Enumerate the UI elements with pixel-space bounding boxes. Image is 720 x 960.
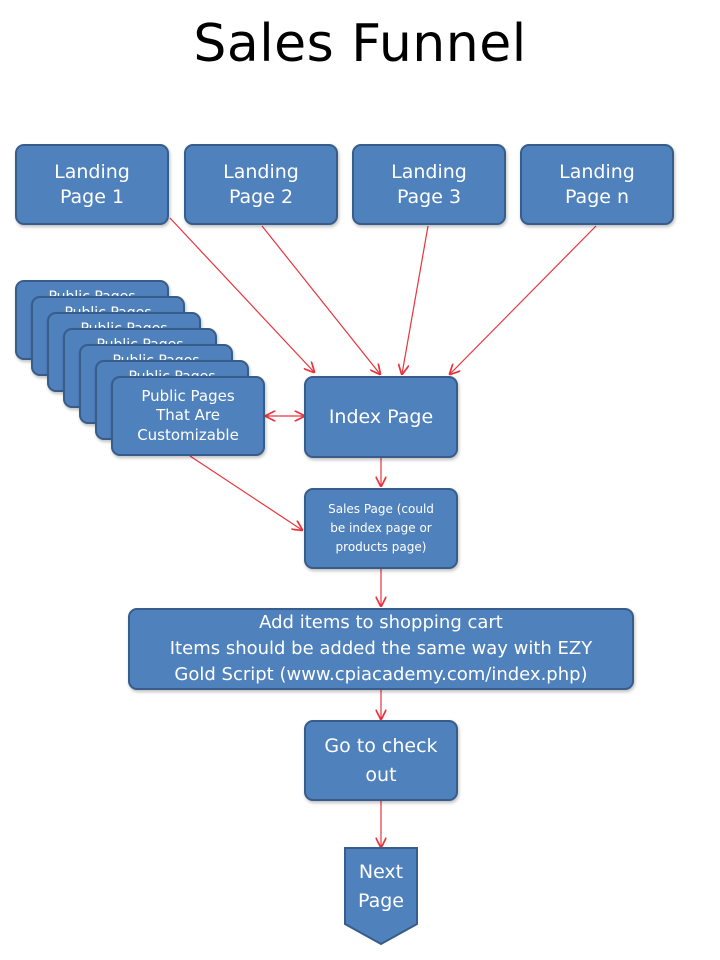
shopping-cart-box: Add items to shopping cart Items should … bbox=[128, 608, 634, 690]
next-page-line2: Page bbox=[358, 889, 404, 912]
landing-page-1-line1: Landing bbox=[54, 160, 130, 183]
sales-page-line1: Sales Page (could bbox=[328, 501, 434, 516]
index-page-box: Index Page bbox=[304, 376, 458, 458]
public-pages-line2: That Are bbox=[156, 406, 220, 425]
public-pages-line3: Customizable bbox=[137, 425, 239, 444]
checkout-line2: out bbox=[365, 763, 397, 786]
landing-page-3-line2: Page 3 bbox=[396, 185, 462, 208]
next-page-shape bbox=[344, 847, 418, 946]
cart-line2: Items should be added the same way with … bbox=[169, 637, 593, 659]
sales-page-line3: products page) bbox=[335, 540, 427, 555]
cart-line1: Add items to shopping cart bbox=[259, 611, 503, 633]
landing-page-2-line2: Page 2 bbox=[228, 185, 294, 208]
checkout-box: Go to check out bbox=[304, 720, 458, 801]
public-pages-line1: Public Pages bbox=[141, 386, 235, 405]
arrow-landing2-to-index bbox=[261, 225, 380, 374]
arrow-landing1-to-index bbox=[169, 217, 314, 372]
landing-page-n-line2: Page n bbox=[564, 185, 630, 208]
public-pages-card: Public Pages That Are Customizable bbox=[111, 376, 265, 456]
checkout-line1: Go to check bbox=[324, 735, 438, 757]
diagram-title: Sales Funnel bbox=[193, 14, 527, 74]
sales-page-box: Sales Page (could be index page or produ… bbox=[304, 488, 458, 569]
landing-page-1-line2: Page 1 bbox=[59, 185, 125, 208]
index-page-label: Index Page bbox=[328, 405, 434, 428]
next-page-label: Next Page bbox=[344, 858, 418, 915]
sales-page-line2: be index page or bbox=[330, 520, 432, 535]
arrow-landingn-to-index bbox=[450, 225, 597, 374]
landing-page-3-line1: Landing bbox=[391, 160, 467, 183]
next-page-line1: Next bbox=[358, 861, 404, 883]
cart-line3: Gold Script (www.cpiacademy.com/index.ph… bbox=[174, 664, 588, 686]
arrow-landing3-to-index bbox=[402, 225, 429, 374]
arrow-public-to-sales bbox=[189, 455, 302, 530]
landing-page-2-line1: Landing bbox=[223, 160, 299, 183]
pentagon-arrow-icon bbox=[344, 847, 418, 946]
landing-page-n-line1: Landing bbox=[559, 160, 635, 183]
